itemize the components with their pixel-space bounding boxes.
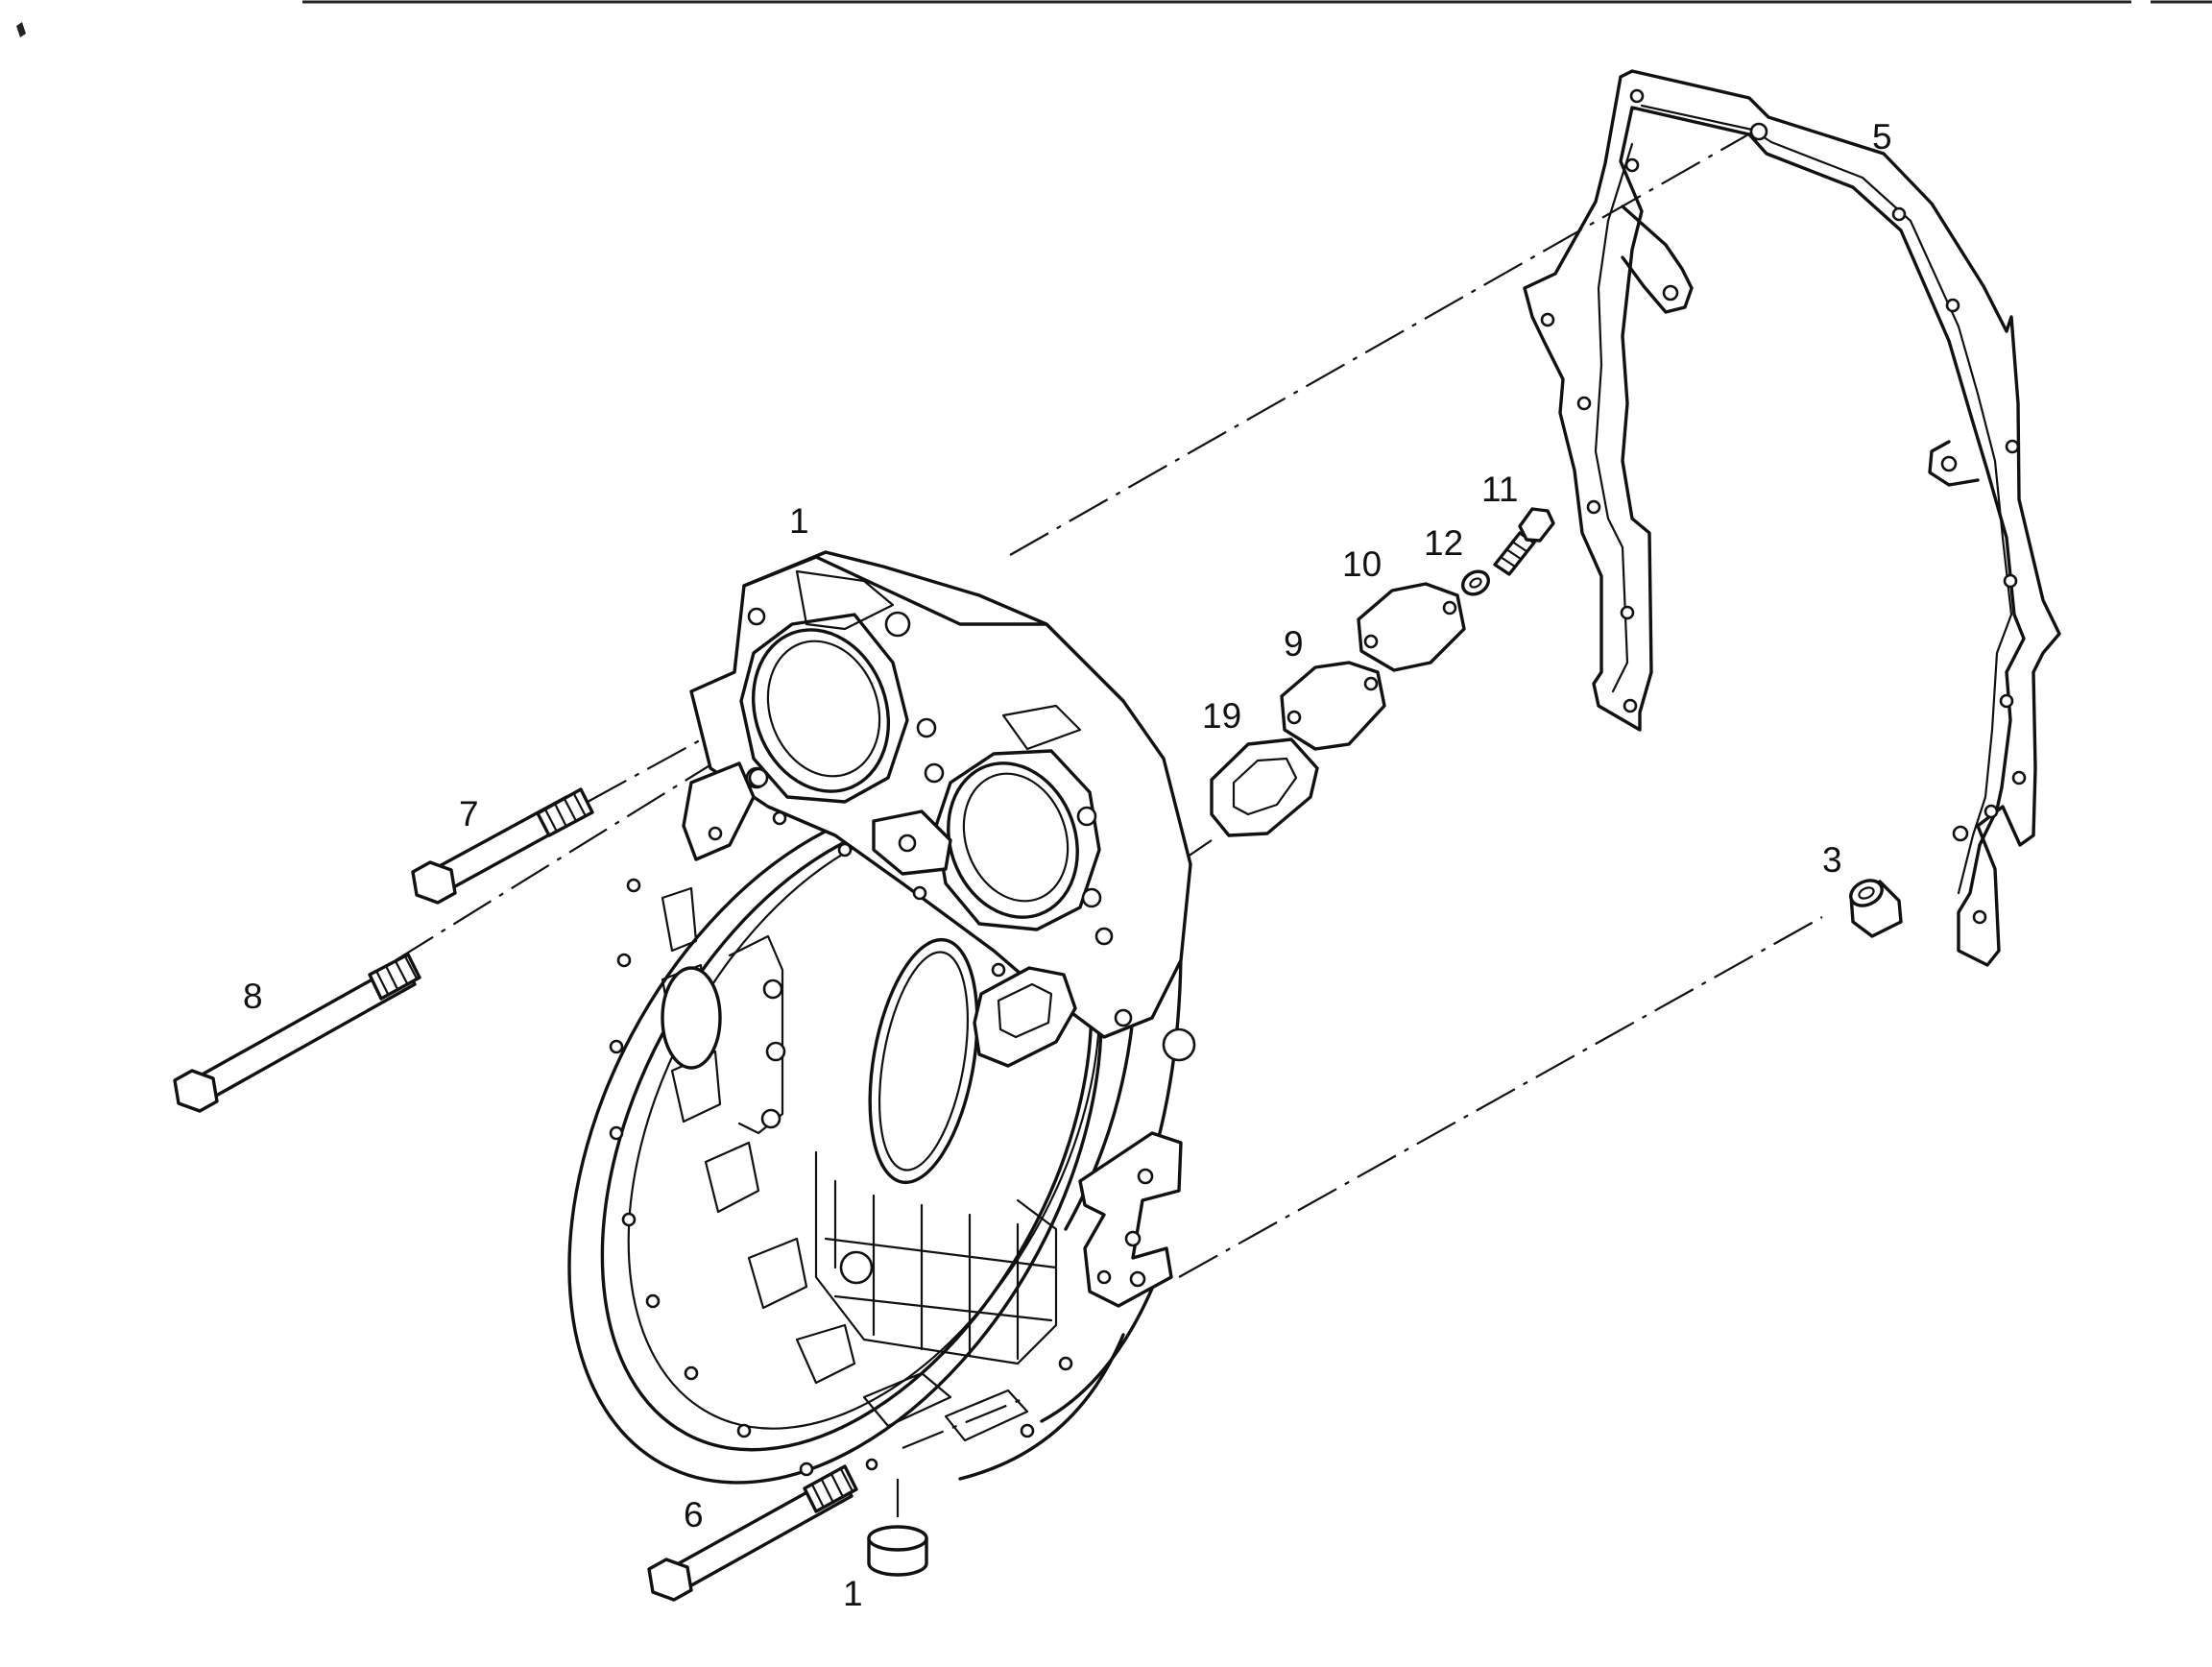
bolt-7 [411, 787, 594, 905]
gasket-19 [1210, 737, 1319, 837]
cover-plate-9 [1280, 661, 1386, 751]
callout-screw-11: 11 [1481, 470, 1518, 509]
callout-bolt-8: 8 [243, 977, 263, 1016]
callout-plug-1: 1 [843, 1574, 863, 1613]
washer-12 [1460, 569, 1491, 596]
bushing-3 [1849, 879, 1903, 938]
callout-bolt-6: 6 [684, 1495, 704, 1534]
callout-bushing-3: 3 [1822, 840, 1842, 880]
callout-bolt-7: 7 [459, 794, 479, 834]
callout-cover-plate-10: 10 [1342, 544, 1382, 584]
callout-washer-12: 12 [1424, 523, 1463, 563]
bolt-8 [173, 953, 421, 1113]
cover-plate-10 [1357, 582, 1466, 672]
callout-housing-1: 1 [789, 501, 809, 541]
screw-11 [1493, 507, 1555, 576]
plug-1 [867, 1525, 928, 1577]
gasket-5 [1523, 69, 2061, 967]
page-top-border [16, 0, 2212, 37]
callout-cover-plate-9: 9 [1284, 624, 1304, 664]
callout-gasket-19: 19 [1202, 696, 1241, 736]
callout-labels: 1 5 11 12 10 9 19 7 8 3 6 1 [243, 117, 1892, 1613]
bolt-6 [647, 1464, 858, 1602]
callout-gasket-5: 5 [1872, 117, 1892, 157]
flywheel-housing-1 [567, 550, 1196, 1485]
